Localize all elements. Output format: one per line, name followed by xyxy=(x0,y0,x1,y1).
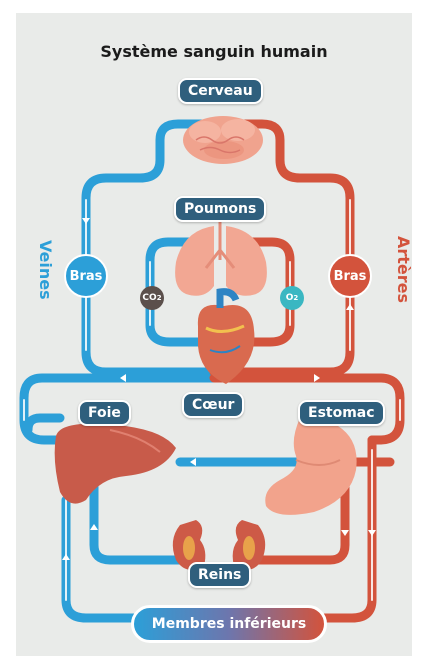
o2-subscript: 2 xyxy=(293,294,298,302)
stomach-label: Estomac xyxy=(298,400,385,426)
heart-label: Cœur xyxy=(182,392,244,418)
legs-label: Membres inférieurs xyxy=(131,605,327,643)
arm-artery-node: Bras xyxy=(328,254,372,298)
veins-side-label: Veines xyxy=(36,240,55,300)
lungs-illustration xyxy=(175,222,267,296)
liver-illustration xyxy=(55,424,176,504)
arm-vein-node: Bras xyxy=(64,254,108,298)
kidneys-label: Reins xyxy=(188,562,251,588)
co2-subscript: 2 xyxy=(157,294,162,302)
diagram-title: Système sanguin humain xyxy=(0,42,428,61)
co2-label: CO xyxy=(142,293,156,303)
lungs-label: Poumons xyxy=(174,196,266,222)
brain-label: Cerveau xyxy=(178,78,263,104)
arteries-side-label: Artères xyxy=(394,236,413,303)
o2-label: O xyxy=(286,293,294,303)
brain-illustration xyxy=(183,116,263,164)
liver-label: Foie xyxy=(78,400,131,426)
